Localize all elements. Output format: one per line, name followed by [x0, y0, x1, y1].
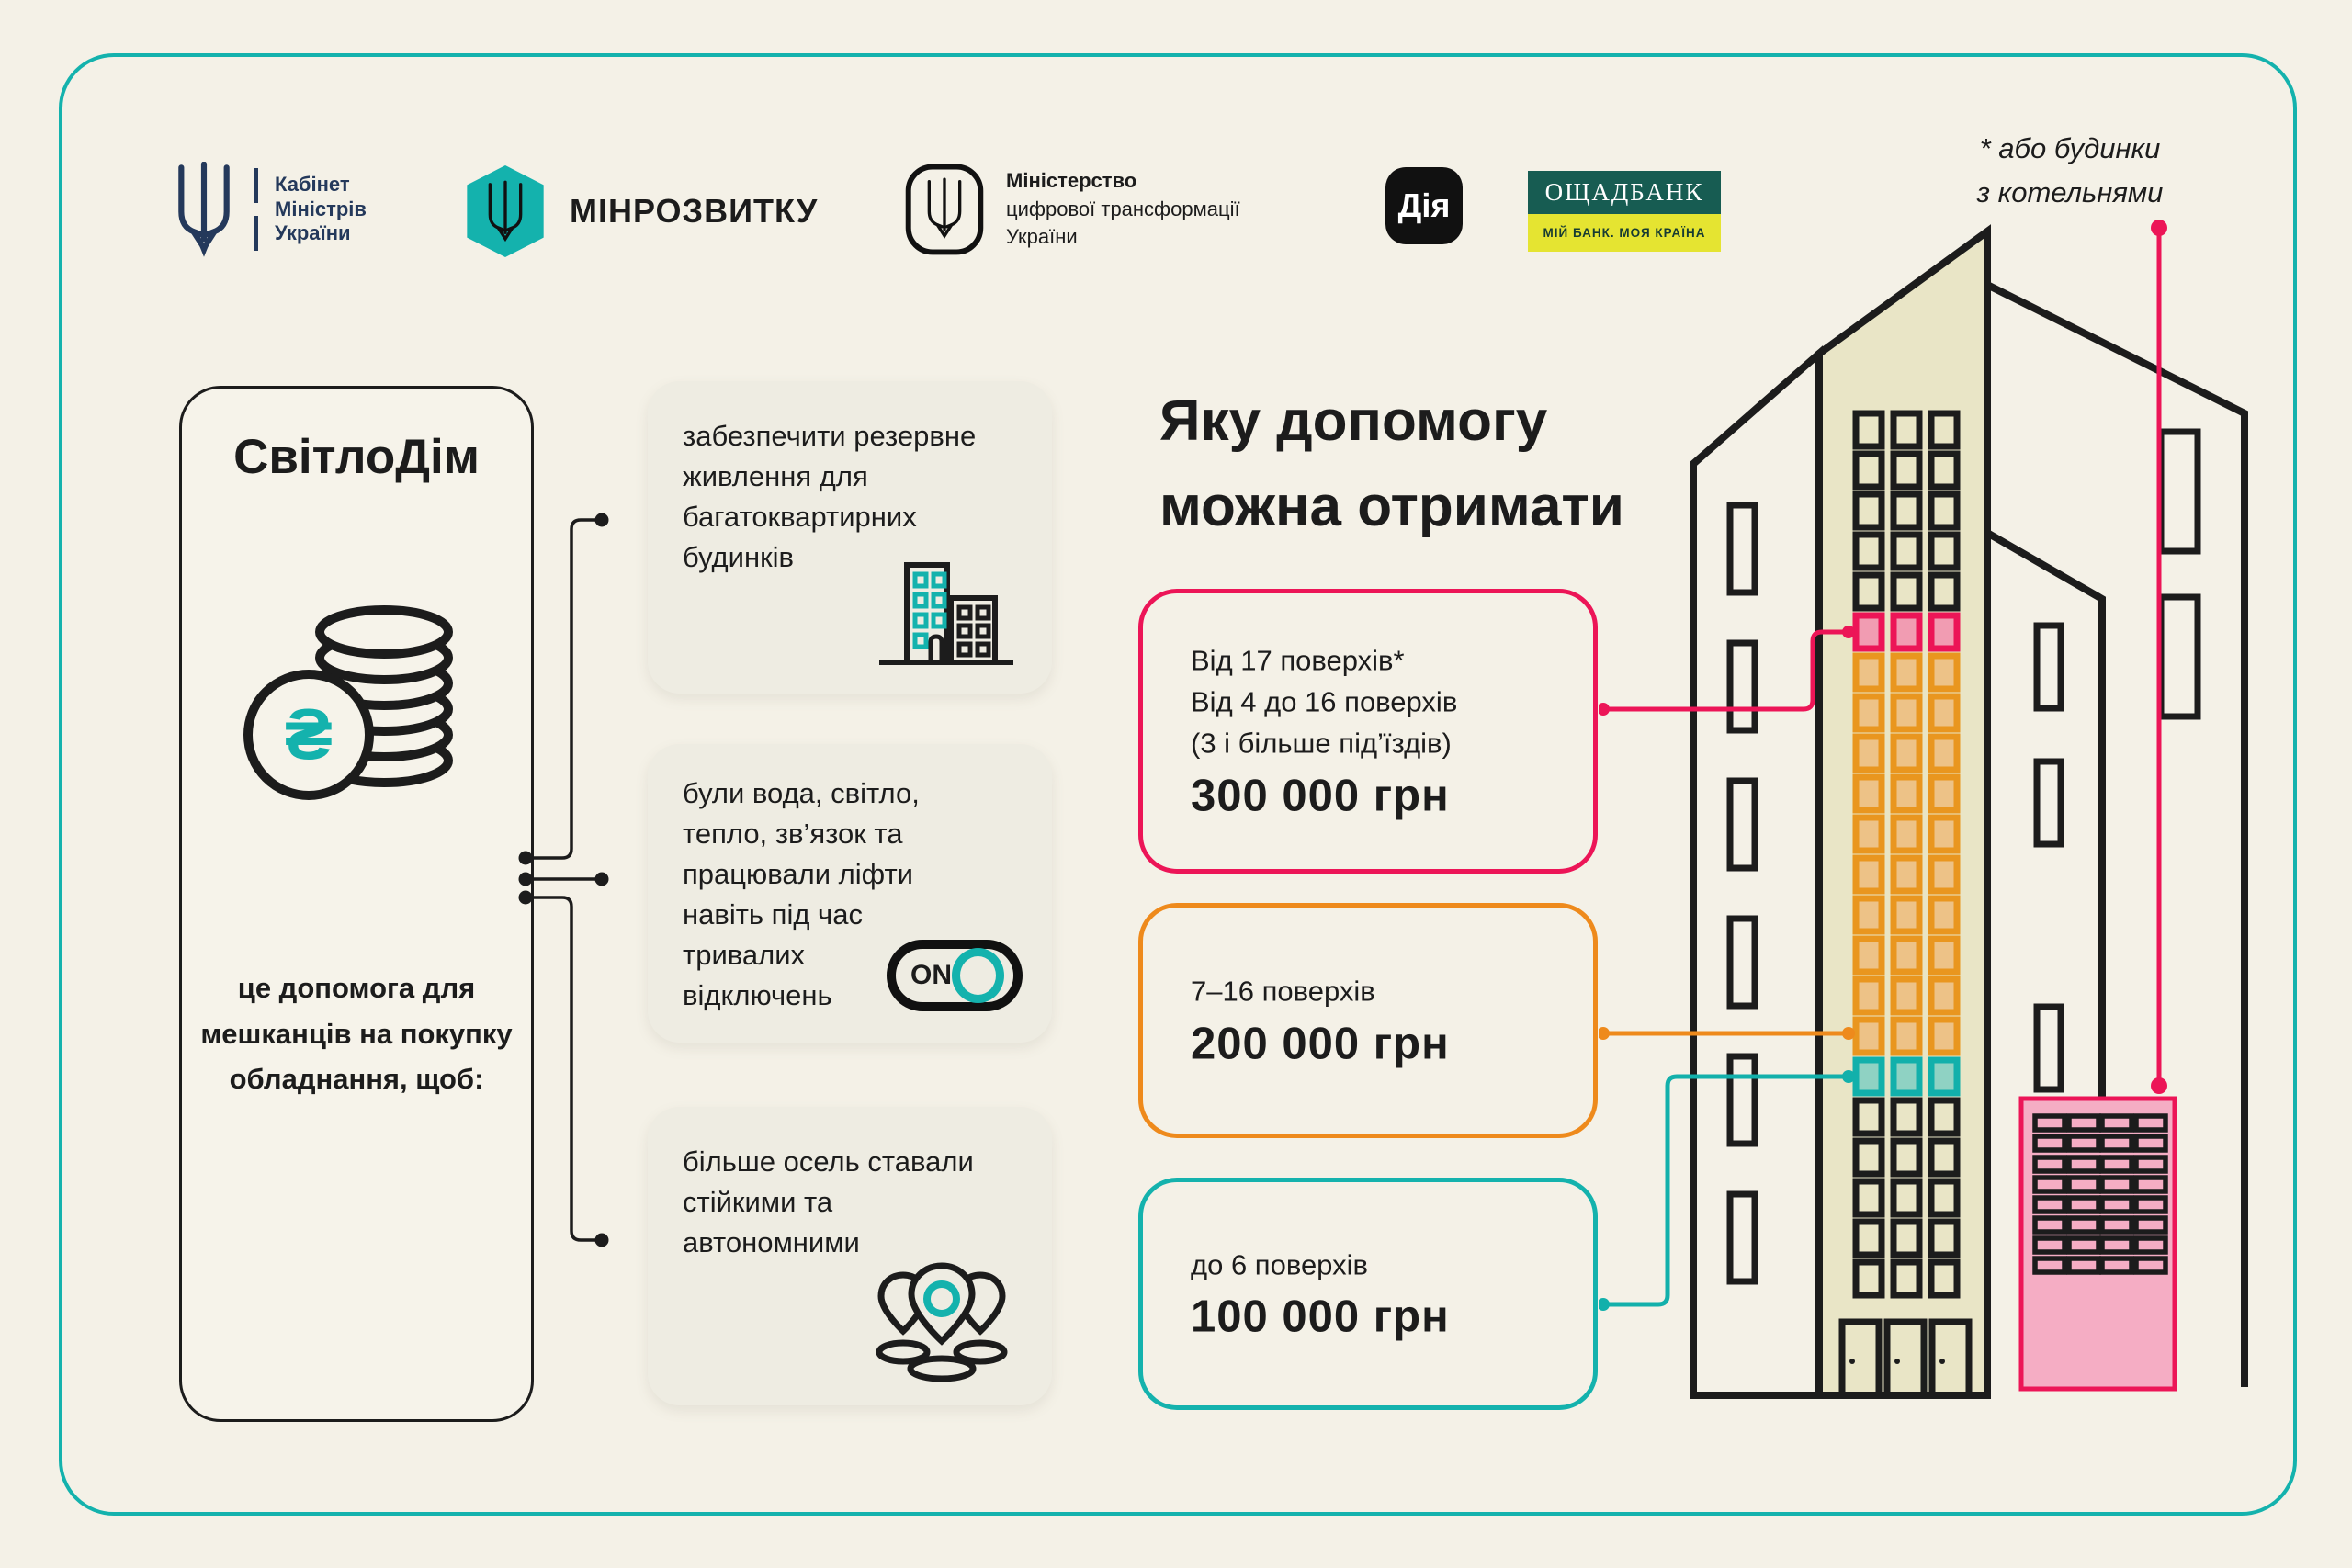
logo-line: Міністрів	[275, 197, 367, 220]
logo-mincifra-text: Міністерство цифрової трансформації Укра…	[1006, 167, 1240, 252]
logo-cabinet-of-ministers: Кабінет Міністрів України	[170, 159, 367, 260]
logo-diia: Дія	[1385, 167, 1463, 244]
logo-line: Кабінет	[275, 172, 350, 196]
page-border	[59, 53, 2297, 1516]
tier-amount: 200 000 грн	[1191, 1019, 1450, 1069]
tier-condition: 7–16 поверхів	[1191, 975, 1375, 1008]
benefit-card-resilience: більше осель ставали стійкими та автоном…	[648, 1107, 1052, 1405]
buildings-illustration	[1599, 220, 2248, 1399]
footnote-line: з котельнями	[1976, 176, 2164, 209]
logo-minrozvytku: МІНРОЗВИТКУ	[467, 165, 818, 257]
footnote-line: * або будинки	[1979, 132, 2161, 164]
logo-oschadbank: ОЩАДБАНК МІЙ БАНК. МОЯ КРАЇНА	[1528, 171, 1721, 252]
tier-connectors	[1599, 220, 2167, 1311]
toggle-knob	[952, 948, 1004, 1003]
page-title-line: Яку допомогу	[1159, 389, 1548, 453]
svitlodim-panel: СвітлоДім ₴ це допомога для мешканців на…	[179, 386, 534, 1422]
logo-minrozvytku-label: МІНРОЗВИТКУ	[570, 192, 819, 230]
teal-trident-badge-icon	[467, 165, 544, 257]
aid-tier-card-200k: 7–16 поверхів 200 000 грн	[1138, 903, 1598, 1138]
tier-amount: 100 000 грн	[1191, 1292, 1450, 1342]
benefit-card-backup-power: забезпечити резервне живлення для багато…	[648, 381, 1052, 694]
tier-condition: (3 і більше під’їздів)	[1191, 727, 1452, 760]
central-windows-black	[1852, 410, 1961, 1299]
logo-oschadbank-title: ОЩАДБАНК	[1528, 171, 1721, 215]
program-description: це допомога для мешканців на покупку обл…	[200, 972, 513, 1096]
toggle-on-label: ON	[910, 960, 952, 990]
program-title: СвітлоДім	[233, 430, 480, 484]
logo-line: Міністерство	[1006, 168, 1137, 192]
benefit-text: були вода, світло, тепло, зв’язок та пра…	[683, 777, 920, 1012]
benefit-card-utilities: були вода, світло, тепло, зв’язок та пра…	[648, 744, 1052, 1043]
right-building-windows	[2033, 622, 2064, 1093]
aid-tier-card-300k: Від 17 поверхів* Від 4 до 16 поверхів (3…	[1138, 589, 1598, 874]
logo-line: цифрової трансформації	[1006, 197, 1240, 220]
boiler-house-footnote: * або будинки з котельнями	[1918, 127, 2222, 215]
logo-divider	[254, 168, 258, 251]
tier-condition: Від 4 до 16 поверхів	[1191, 685, 1458, 718]
buildings-icon	[879, 562, 1013, 665]
central-windows-pink-tier	[1852, 612, 1961, 652]
logo-ministry-digital-transformation: Міністерство цифрової трансформації Укра…	[905, 162, 1240, 257]
hryvnia-symbol: ₴	[285, 694, 333, 774]
logo-oschadbank-tagline: МІЙ БАНК. МОЯ КРАЇНА	[1528, 214, 1721, 252]
outline-trident-badge-icon	[905, 164, 984, 255]
benefit-text: забезпечити резервне живлення для багато…	[683, 420, 977, 574]
map-pins-icon	[876, 1262, 1008, 1382]
left-building-windows	[1726, 502, 1758, 1285]
page-title: Яку допомогу можна отримати	[1159, 378, 1624, 549]
panel-card-connectors	[518, 513, 609, 1247]
logo-diia-label: Дія	[1397, 186, 1451, 224]
logo-cabinet-text: Кабінет Міністрів України	[275, 173, 367, 246]
toggle-on-icon: ON	[887, 940, 1023, 1011]
central-windows-orange-tier	[1852, 652, 1961, 1056]
entrance-doors	[1838, 1318, 1973, 1399]
coins-icon: ₴	[243, 605, 453, 800]
aid-tier-card-100k: до 6 поверхів 100 000 грн	[1138, 1178, 1598, 1410]
tier-amount: 300 000 грн	[1191, 771, 1450, 821]
page-title-line: можна отримати	[1159, 475, 1624, 538]
logo-line: України	[275, 221, 351, 245]
tier-condition: Від 17 поверхів*	[1191, 644, 1405, 677]
logo-line: України	[1006, 225, 1078, 249]
boiler-house-windows	[2032, 1113, 2168, 1275]
trident-icon	[178, 162, 230, 257]
central-windows-teal-tier	[1852, 1056, 1961, 1097]
benefit-text: більше осель ставали стійкими та автоном…	[683, 1145, 974, 1259]
tier-condition: до 6 поверхів	[1191, 1248, 1368, 1281]
